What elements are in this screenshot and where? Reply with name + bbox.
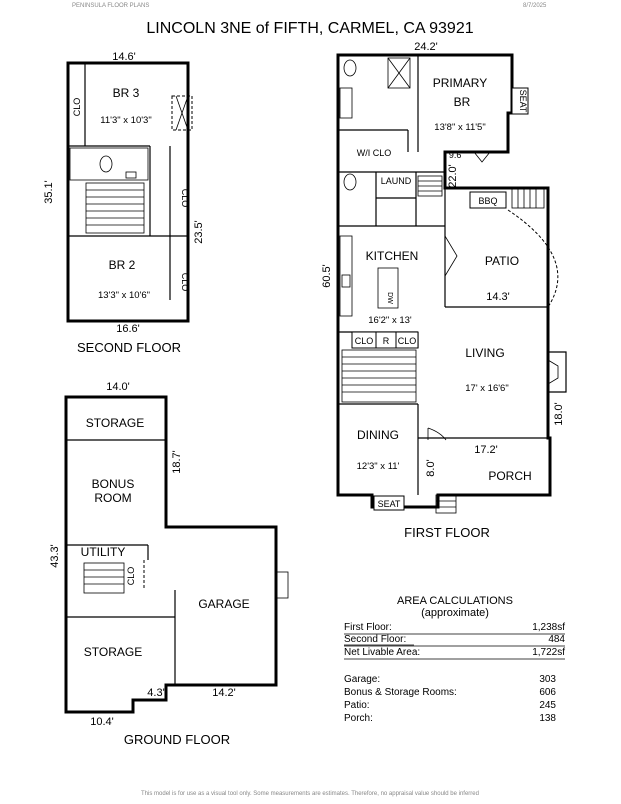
- dining-size: 12'3" x 11': [357, 461, 400, 472]
- second-floor-dim-left: 35.1': [43, 180, 55, 204]
- first-floor-dim-top: 24.2': [414, 41, 438, 53]
- area-porch-value: 138: [539, 713, 556, 724]
- area-patio-label: Patio:: [344, 700, 370, 711]
- living-right-dim: 18.0': [553, 402, 565, 426]
- first-floor-stairs: [341, 349, 417, 403]
- hall-closet-label: CLO: [180, 189, 190, 208]
- first-floor-outline: [336, 53, 552, 509]
- laundry-label: LAUND: [381, 176, 412, 186]
- fireplace: [548, 351, 567, 393]
- bbq-label: BBQ: [478, 196, 497, 206]
- first-floor-label: FIRST FLOOR: [404, 525, 490, 540]
- ground-floor-outline: [64, 395, 278, 714]
- seat-label-top: SEAT: [518, 90, 528, 113]
- area-title: AREA CALCULATIONS: [397, 595, 513, 607]
- second-floor-dim-bottom: 16.6': [116, 323, 140, 335]
- br3-closet-label: CLO: [72, 98, 82, 117]
- br2-size: 13'3" x 10'6": [98, 290, 150, 301]
- refrigerator-label: R: [383, 336, 390, 346]
- porch-label: PORCH: [488, 469, 531, 483]
- ground-floor-dim-step: 4.3': [147, 687, 164, 699]
- dining-label: DINING: [357, 428, 399, 442]
- ground-floor-dim-mid: 18.7': [171, 450, 183, 474]
- second-floor-label: SECOND FLOOR: [77, 340, 181, 355]
- laundry-steps: [417, 175, 443, 197]
- area-bonus-value: 606: [539, 687, 556, 698]
- area-porch-label: Porch:: [344, 713, 373, 724]
- seat-label-bottom: SEAT: [378, 499, 401, 509]
- bonus-room-label-1: BONUS: [92, 477, 135, 491]
- second-floor-plan: 14.6' 35.1' 23.5' 16.6' BR 3 11'3" x 10'…: [43, 51, 205, 355]
- bonus-room-label-2: ROOM: [94, 491, 131, 505]
- ground-floor-dim-top: 14.0': [106, 381, 130, 393]
- second-floor-stairs: [85, 182, 145, 234]
- br2-closet-label: CLO: [180, 273, 190, 292]
- walk-in-closet-label: W/I CLO: [357, 148, 392, 158]
- ground-floor-dim-bottom: 10.4': [90, 716, 114, 728]
- area-patio-value: 245: [539, 700, 556, 711]
- ground-floor-plan: 14.0' 18.7' 43.3' 4.3' 14.2' 10.4' STORA…: [49, 381, 289, 747]
- porch-width-dim: 17.2': [474, 444, 498, 456]
- second-floor-dim-top: 14.6': [112, 51, 136, 63]
- disclaimer: This model is for use as a visual tool o…: [141, 791, 479, 797]
- step-dim: 9.6': [449, 150, 464, 160]
- primary-br-label-1: PRIMARY: [433, 76, 487, 90]
- utility-closet-label: CLO: [126, 567, 136, 586]
- first-floor-plan: SEAT BBQ SEAT CLO R CLO DW 24.2' 60.5' 2…: [321, 41, 567, 540]
- br3-size: 11'3" x 10'3": [100, 115, 151, 126]
- company-tag: PENINSULA FLOOR PLANS: [72, 3, 149, 9]
- patio-width-dim: 14.3': [486, 291, 510, 303]
- patio-label: PATIO: [485, 254, 519, 268]
- kitchen-size: 16'2" x 13': [368, 315, 412, 326]
- first-floor-dim-left: 60.5': [321, 264, 333, 288]
- kitchen-closet-1-label: CLO: [355, 336, 374, 346]
- br2-label: BR 2: [109, 258, 136, 272]
- utility-label: UTILITY: [81, 545, 126, 559]
- area-bonus-label: Bonus & Storage Rooms:: [344, 687, 457, 698]
- storage-bottom-label: STORAGE: [84, 645, 142, 659]
- ground-floor-label: GROUND FLOOR: [124, 732, 230, 747]
- ground-floor-stairs: [83, 562, 125, 594]
- kitchen-closet-2-label: CLO: [398, 336, 417, 346]
- kitchen-label: KITCHEN: [366, 249, 419, 263]
- porch-depth-dim: 8.0': [425, 459, 437, 476]
- area-first-floor-label: First Floor:: [344, 622, 392, 633]
- area-second-floor-label: Second Floor:: [344, 634, 406, 645]
- storage-top-label: STORAGE: [86, 416, 144, 430]
- area-garage-value: 303: [539, 674, 556, 685]
- primary-br-size: 13'8" x 11'5": [434, 122, 485, 133]
- area-net-livable-value: 1,722sf: [532, 647, 565, 658]
- living-label: LIVING: [465, 346, 504, 360]
- garage-label: GARAGE: [198, 597, 249, 611]
- porch-steps: [435, 494, 457, 514]
- br3-label: BR 3: [113, 86, 140, 100]
- page-title: LINCOLN 3NE of FIFTH, CARMEL, CA 93921: [146, 20, 473, 37]
- area-net-livable-label: Net Livable Area:: [344, 647, 420, 658]
- area-calculations-table: AREA CALCULATIONS (approximate) First Fl…: [344, 595, 565, 724]
- hall-dim: 22.0': [447, 164, 459, 188]
- patio-steps: [511, 187, 545, 209]
- area-second-floor-value: 484: [548, 634, 565, 645]
- area-garage-label: Garage:: [344, 674, 380, 685]
- living-size: 17' x 16'6": [465, 383, 508, 394]
- area-subtitle: (approximate): [421, 607, 489, 619]
- dishwasher-label: DW: [386, 292, 393, 304]
- second-floor-outline: [66, 61, 190, 323]
- plan-date: 8/7/2025: [523, 3, 547, 9]
- ground-floor-dim-left: 43.3': [49, 544, 61, 568]
- primary-br-label-2: BR: [454, 95, 471, 109]
- garage-width-dim: 14.2': [212, 687, 236, 699]
- second-floor-dim-right: 23.5': [193, 220, 205, 244]
- area-first-floor-value: 1,238sf: [532, 622, 565, 633]
